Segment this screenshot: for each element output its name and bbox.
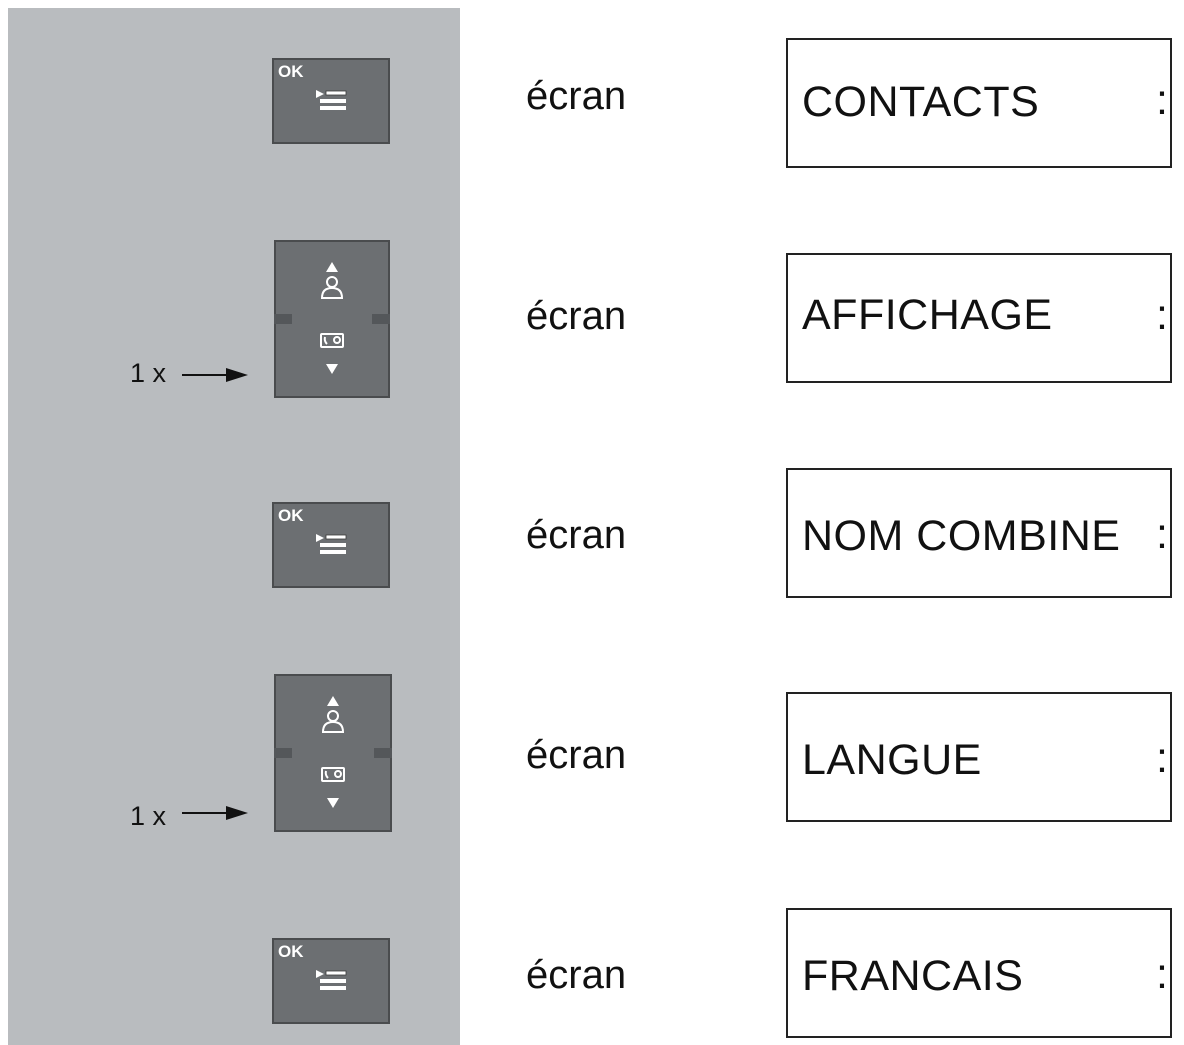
display-screen: NOM COMBINE :	[786, 468, 1172, 598]
display-screen: FRANCAIS :	[786, 908, 1172, 1038]
display-suffix: :	[1156, 734, 1168, 782]
call-log-icon	[321, 767, 345, 782]
screen-word: écran	[526, 74, 627, 118]
screen-word: écran	[526, 294, 627, 338]
keypad-panel	[8, 8, 460, 1045]
up-triangle-icon	[327, 696, 339, 706]
call-log-icon	[320, 333, 344, 348]
display-text: AFFICHAGE	[802, 291, 1053, 339]
right-arrow-icon	[182, 368, 248, 382]
display-screen: CONTACTS :	[786, 38, 1172, 168]
display-suffix: :	[1156, 510, 1168, 558]
display-suffix: :	[1156, 76, 1168, 124]
down-triangle-icon	[326, 364, 338, 374]
display-text: LANGUE	[802, 736, 982, 784]
screen-word: écran	[526, 733, 627, 777]
navigation-key[interactable]	[274, 240, 390, 398]
contacts-person-icon	[320, 276, 344, 299]
nav-key-icons	[321, 696, 345, 808]
menu-list-icon	[316, 970, 347, 990]
ok-menu-key[interactable]: OK	[272, 58, 390, 144]
contacts-person-icon	[321, 710, 345, 733]
display-screen: LANGUE :	[786, 692, 1172, 822]
display-suffix: :	[1156, 291, 1168, 339]
key-notch	[274, 314, 292, 324]
key-notch	[372, 314, 390, 324]
ok-key-label: OK	[278, 942, 304, 961]
screen-word: écran	[526, 513, 627, 557]
down-triangle-icon	[327, 798, 339, 808]
ok-key-label: OK	[278, 62, 304, 81]
nav-key-icons	[320, 262, 344, 374]
key-notch	[374, 748, 392, 758]
right-arrow-icon	[182, 806, 248, 820]
display-text: FRANCAIS	[802, 952, 1024, 1000]
ok-key-label: OK	[278, 506, 304, 525]
display-text: CONTACTS	[802, 78, 1040, 126]
display-suffix: :	[1156, 950, 1168, 998]
screen-word: écran	[526, 953, 627, 997]
ok-menu-key[interactable]: OK	[272, 938, 390, 1024]
navigation-key[interactable]	[274, 674, 392, 832]
ok-menu-key[interactable]: OK	[272, 502, 390, 588]
menu-list-icon	[316, 534, 347, 554]
display-text: NOM COMBINE	[802, 512, 1121, 560]
menu-list-icon	[316, 90, 347, 110]
display-screen: AFFICHAGE :	[786, 253, 1172, 383]
up-triangle-icon	[326, 262, 338, 272]
press-count-label: 1 x	[130, 358, 167, 388]
key-notch	[274, 748, 292, 758]
press-count-label: 1 x	[130, 801, 167, 831]
